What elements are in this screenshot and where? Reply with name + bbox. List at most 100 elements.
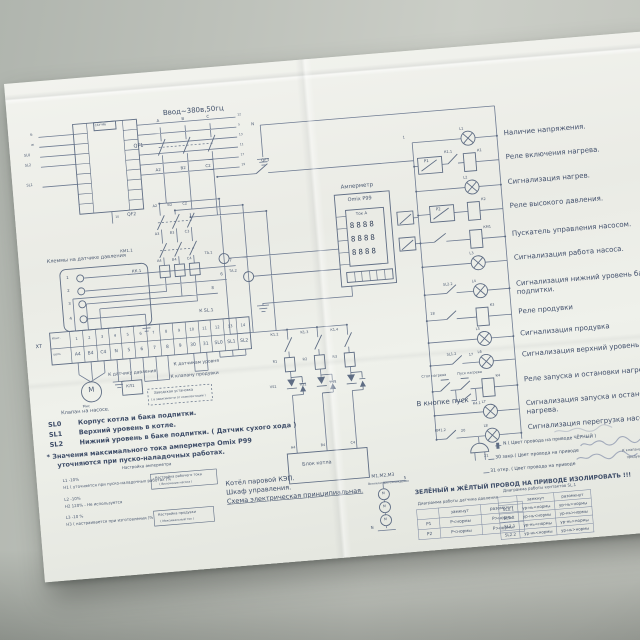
terminal-cell: 8 bbox=[164, 328, 168, 334]
terminal-cell: А4 bbox=[74, 351, 81, 358]
phase-label: С4 bbox=[350, 440, 356, 445]
phase-label: В4 bbox=[171, 257, 177, 262]
terminal-cell: 4 bbox=[113, 333, 117, 338]
coil-icons bbox=[462, 152, 496, 398]
phase-label: В2 bbox=[167, 202, 173, 208]
wire-number: 18 bbox=[430, 311, 435, 316]
thyristor-label: VS2 bbox=[299, 382, 307, 387]
device-designator: L8 bbox=[483, 423, 488, 428]
pin-label: 1 bbox=[65, 275, 69, 281]
legend-code: SL2 bbox=[49, 440, 64, 449]
strip-header: цепь bbox=[53, 352, 61, 357]
legend-code: SL1 bbox=[48, 430, 63, 439]
switch-qf3-label: QF3 bbox=[260, 157, 270, 163]
phase-label: А4 bbox=[290, 445, 296, 450]
phase-label: С2 bbox=[205, 163, 211, 169]
pin-label: 10 bbox=[115, 215, 120, 219]
ct-label: ТА.1 bbox=[204, 250, 213, 256]
contact-label: К1.1 bbox=[443, 149, 453, 155]
terminal-cell: SL0 bbox=[214, 339, 223, 346]
terminal-cell: 31 bbox=[202, 341, 209, 347]
current-transformer-icon bbox=[218, 253, 230, 265]
resistor-label: R3 bbox=[332, 354, 338, 359]
device-designator: L3 bbox=[469, 251, 474, 256]
wire-number: 17 bbox=[468, 352, 474, 357]
terminal-cell: 12 bbox=[214, 324, 220, 330]
sl-contacts-table: замкнут разомкнут SL1.1 ур-нь<нормы ур-н… bbox=[497, 489, 594, 540]
paper-sheet: Ввод~380в,50гц QF1 А В С А2 В2 С2 N QF3 … bbox=[4, 31, 640, 583]
wire-number: 1 bbox=[402, 135, 406, 140]
fan-motor-letter: М bbox=[381, 491, 385, 496]
valve-kl1-label: КЛ1 bbox=[125, 383, 135, 389]
device-designator: L4 bbox=[471, 279, 477, 284]
pin-label: 12 bbox=[237, 112, 242, 117]
phase-label: В3 bbox=[169, 230, 175, 235]
thyristor-icons bbox=[286, 371, 366, 396]
phase-label: С3 bbox=[184, 229, 190, 234]
terminal-cell: 13 bbox=[227, 323, 233, 329]
pin-label: ж bbox=[30, 142, 35, 147]
terminal-strip-designator: ХТ bbox=[35, 343, 43, 350]
terminal-cell: 3 bbox=[100, 334, 104, 339]
pressure-contact-label: Р1 bbox=[423, 158, 429, 164]
device-designator: К1 bbox=[476, 148, 482, 153]
ammeter-digit-row: 8888 bbox=[351, 245, 379, 258]
pin-label: 5 bbox=[237, 122, 241, 127]
terminal-cell: 8 bbox=[165, 344, 170, 350]
phase-label: В4 bbox=[320, 442, 326, 448]
device-designator: L6 bbox=[477, 349, 482, 355]
thyristor-label: VS1 bbox=[269, 384, 277, 390]
thyristor-label: VS3 bbox=[329, 379, 337, 385]
terminal-cell: 9 bbox=[178, 343, 182, 349]
fan-motor-letter: М bbox=[382, 504, 387, 509]
terminal-cell: 10 bbox=[189, 326, 195, 332]
neutral-label: N bbox=[250, 121, 255, 127]
pressure-contact-label: Р2 bbox=[435, 206, 441, 212]
phase-label: А2 bbox=[155, 167, 162, 173]
ct-label: ТА.2 bbox=[228, 268, 238, 274]
pin-label: SL2 bbox=[24, 163, 32, 168]
contact-label: SL2.2 bbox=[442, 281, 453, 287]
fan-motor-letter: М bbox=[383, 517, 388, 522]
junction-dots bbox=[158, 134, 523, 449]
phase-label: В bbox=[181, 116, 185, 122]
pump-motor-icon bbox=[81, 381, 102, 403]
wire-number: 8 bbox=[211, 285, 215, 291]
pin-label: SL0 bbox=[23, 153, 31, 158]
device-designator: L2 bbox=[463, 175, 468, 180]
wire-number: 5 bbox=[403, 475, 407, 481]
contact-label: SL1.2 bbox=[446, 351, 457, 357]
lamp-icons bbox=[460, 130, 500, 443]
resistor-label: R2 bbox=[302, 357, 308, 362]
table-cell: SL2.2 bbox=[500, 529, 521, 540]
strip-header: Конт. bbox=[51, 336, 61, 341]
ammeter-unit: Ток А bbox=[355, 210, 368, 217]
terminal-cell: 5 bbox=[127, 347, 131, 353]
phase-label: А2 bbox=[152, 203, 158, 209]
terminal-cell: SL1 bbox=[227, 338, 236, 345]
terminal-cell: 5 bbox=[126, 332, 130, 337]
device-designator: L1 bbox=[459, 126, 464, 131]
device-designator: К2 bbox=[480, 196, 486, 202]
table-cell: Р2 bbox=[418, 528, 441, 540]
terminal-cell: N bbox=[114, 348, 119, 354]
device-designator: L7 bbox=[481, 399, 486, 404]
pin-label: 3 bbox=[68, 301, 71, 306]
breaker-qf2-label: QF2 bbox=[126, 211, 137, 218]
contact-label: К1.3 bbox=[300, 329, 309, 335]
phase-label: С bbox=[206, 114, 210, 120]
terminal-cell: 14 bbox=[240, 322, 246, 328]
pin-label: 13 bbox=[238, 132, 243, 137]
valve-actuator-icon bbox=[470, 442, 490, 454]
current-transformer-icon bbox=[243, 271, 255, 283]
neutral-label: N bbox=[370, 525, 374, 530]
terminal-cell: 7 bbox=[151, 330, 155, 335]
pin-label: 11 bbox=[239, 142, 244, 147]
pin-label: б bbox=[30, 132, 33, 138]
terminal-cell: SL2 bbox=[239, 337, 249, 344]
device-boxes bbox=[49, 118, 456, 527]
device-designator: К3 bbox=[489, 302, 495, 307]
wire-number: 20 bbox=[460, 428, 466, 433]
terminal-cell: 6 bbox=[139, 331, 142, 336]
